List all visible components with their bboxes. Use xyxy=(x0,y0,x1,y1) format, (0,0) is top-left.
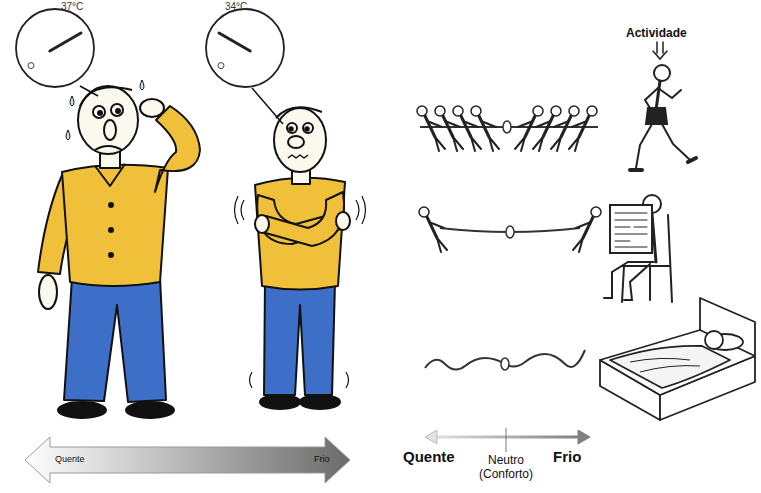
dial-pivot xyxy=(28,63,34,69)
arrow-head xyxy=(425,430,437,444)
pupil xyxy=(289,127,293,131)
mouth xyxy=(95,146,122,150)
puller xyxy=(419,207,447,252)
pupil xyxy=(116,109,120,113)
head xyxy=(274,108,326,172)
newspaper xyxy=(610,205,652,253)
jeans xyxy=(264,282,335,395)
button xyxy=(109,228,113,232)
shiver-marks xyxy=(235,196,366,388)
legs xyxy=(604,262,654,300)
activity-label: Actividade xyxy=(626,27,687,41)
puller xyxy=(551,106,579,151)
arms xyxy=(645,88,681,108)
thermometer-dial: 34°C xyxy=(205,8,285,88)
sweat-drop xyxy=(66,130,70,140)
scale-label: Quente xyxy=(55,454,85,464)
puller xyxy=(573,207,601,252)
eye xyxy=(287,123,297,133)
shirt xyxy=(255,178,345,290)
shorts xyxy=(646,108,667,124)
dial-needle xyxy=(50,33,81,51)
hot-man xyxy=(38,80,200,418)
dial-face xyxy=(16,9,94,87)
rope-knot xyxy=(503,121,511,133)
shoe xyxy=(300,395,340,409)
head xyxy=(654,65,670,81)
thermometer-dial: 37°C xyxy=(15,8,95,88)
dial-outline xyxy=(15,8,95,88)
eye xyxy=(303,123,313,133)
dial-face xyxy=(206,9,284,87)
hand xyxy=(140,99,164,117)
head xyxy=(705,331,723,349)
scale-label: Frio xyxy=(314,454,330,464)
eye xyxy=(93,106,105,118)
leader-line xyxy=(252,88,283,124)
hand xyxy=(255,215,269,233)
puller xyxy=(515,106,543,151)
torso xyxy=(656,81,660,110)
shoes xyxy=(630,158,696,170)
puller xyxy=(569,106,597,151)
newsprint xyxy=(615,213,647,247)
shoe xyxy=(260,395,300,409)
shirt xyxy=(62,165,168,286)
hair xyxy=(276,107,322,118)
scale-label: Quente xyxy=(403,448,455,465)
sweat-drop xyxy=(140,80,144,90)
headboard xyxy=(700,298,755,356)
jeans xyxy=(64,278,166,402)
sweat-drop xyxy=(70,96,74,106)
puller xyxy=(533,106,561,151)
puller xyxy=(471,106,499,151)
temperature-arrow xyxy=(25,437,350,483)
dial-pivot xyxy=(218,63,224,69)
chattering-mouth xyxy=(288,155,308,158)
raised-sleeve xyxy=(155,106,200,192)
scale-label: Frio xyxy=(553,448,581,465)
neutral-label: Neutro (Conforto) xyxy=(470,454,542,482)
pupil xyxy=(98,111,102,115)
rope-knot xyxy=(506,226,514,238)
nose xyxy=(288,136,304,148)
temperature-reading: 37°C xyxy=(61,1,83,12)
arrow-head xyxy=(578,430,590,444)
shoe xyxy=(126,402,174,418)
dial-outline xyxy=(205,8,285,88)
mattress xyxy=(600,330,755,395)
rope-knot xyxy=(501,358,509,370)
shoe xyxy=(58,402,106,418)
nose xyxy=(104,120,116,140)
blanket-folds xyxy=(630,358,700,372)
temperature-reading: 34°C xyxy=(225,1,247,12)
button xyxy=(109,253,113,257)
pupil xyxy=(305,127,309,131)
dial-needle xyxy=(219,33,250,51)
button xyxy=(109,203,113,207)
activity-arrow xyxy=(653,42,667,59)
neutral-tick xyxy=(506,428,507,452)
eye xyxy=(111,104,123,116)
jogger xyxy=(630,42,696,170)
loose-rope xyxy=(425,350,585,370)
crossed-arm xyxy=(262,192,344,246)
cold-man xyxy=(235,107,366,409)
comfort-arrow xyxy=(434,436,580,439)
blanket xyxy=(610,346,730,388)
legs xyxy=(636,124,690,168)
hand xyxy=(336,212,350,230)
head xyxy=(78,86,138,154)
leader-line xyxy=(80,86,98,96)
reader xyxy=(604,195,672,302)
bed xyxy=(600,298,755,420)
hand xyxy=(39,275,57,309)
